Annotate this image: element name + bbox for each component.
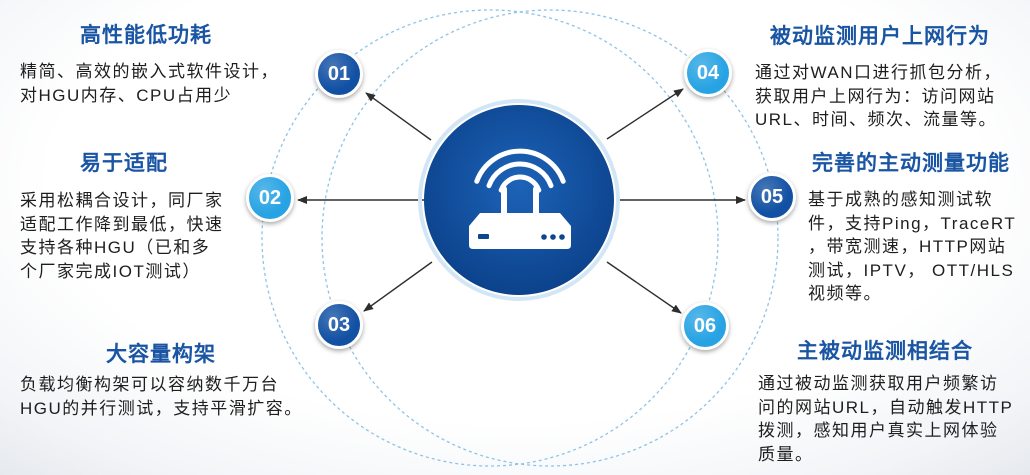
dashed-orbit-right [321,9,779,467]
router-led-3 [559,234,565,240]
feature-06-description-line: 拨测，感知用户真实上网体验 [758,421,999,440]
wifi-signal-icon [474,148,566,193]
node-01-number: 01 [327,62,351,85]
feature-05-description-line: 件，支持Ping，TraceRT [808,213,1017,233]
feature-05-description-line: ，带宽测速，HTTP网站 [808,237,1007,256]
router-led-2 [550,234,556,240]
feature-06-description-line: 问的网站URL，自动触发HTTP [758,397,1014,417]
feature-02-description-line: 个厂家完成IOT测试） [20,261,201,281]
feature-03-description-line: HGU的并行测试，支持平滑扩容。 [20,398,303,418]
feature-04-description-line: URL、时间、频次、流量等。 [755,110,998,129]
node-05: 05 [748,173,796,221]
feature-04-description-line: 通过对WAN口进行抓包分析， [755,63,1003,82]
wifi-arc-inner [498,174,542,193]
feature-01-description: 精简、高效的嵌入式软件设计， 对HGU内存、CPU占用少 [20,60,279,107]
center-hub [418,99,620,301]
feature-02-description-line: 采用松耦合设计，同厂家 [20,191,224,210]
feature-06-description-line: 通过被动监测获取用户频繁访 [758,374,999,393]
feature-05-title: 完善的主动测量功能 [812,152,1010,175]
feature-02-description-line: 支持各种HGU（已和多 [20,238,211,257]
arrow-to-01 [365,92,432,141]
router-body [469,213,571,249]
node-03-number: 03 [327,313,351,336]
router-antenna-left [501,186,507,216]
node-06-number: 06 [693,314,717,337]
router-port-indicator [478,234,489,239]
feature-05-description-line: 视频等。 [808,284,882,303]
feature-03-description-line: 负载均衡构架可以容纳数千万台 [20,375,279,394]
wifi-arc-outer [474,148,566,184]
feature-03-description: 负载均衡构架可以容纳数千万台 HGU的并行测试，支持平滑扩容。 [20,373,303,420]
feature-06-title: 主被动监测相结合 [797,340,973,363]
wifi-arc-middle [486,161,554,189]
dashed-orbit-left [261,9,719,467]
feature-01-description-line: 对HGU内存、CPU占用少 [20,85,233,105]
center-halo [418,99,620,301]
router-antenna-right [533,186,539,216]
center-circle [424,105,614,295]
node-04: 04 [684,49,732,97]
node-05-number: 05 [760,185,784,208]
node-02: 02 [246,174,294,222]
feature-04-description-line: 获取用户上网行为：访问网站 [755,86,996,106]
router-led-1 [541,234,547,240]
feature-01-description-line: 精简、高效的嵌入式软件设计， [20,62,279,81]
feature-02-description-line: 适配工作降到最低，快速 [20,214,224,234]
feature-01-title: 高性能低功耗 [80,24,212,47]
node-04-number: 04 [696,61,720,84]
arrow-to-03 [363,261,433,312]
feature-05-description-line: 基于成熟的感知测试软 [808,190,993,209]
node-01: 01 [315,50,363,98]
arrow-to-06 [606,261,682,314]
feature-02-title: 易于适配 [80,152,168,175]
feature-04-title: 被动监测用户上网行为 [770,25,990,48]
node-02-number: 02 [258,186,282,209]
feature-05-description: 基于成熟的感知测试软 件，支持Ping，TraceRT ，带宽测速，HTTP网站… [808,188,1016,306]
arrow-to-04 [606,88,684,140]
feature-04-description: 通过对WAN口进行抓包分析， 获取用户上网行为：访问网站 URL、时间、频次、流… [755,61,1002,132]
node-03: 03 [315,301,363,349]
feature-05-description-line: 测试，IPTV， OTT/HLS [808,260,1015,280]
feature-03-title: 大容量构架 [106,343,216,366]
router-wifi-icon [469,148,571,249]
node-06: 06 [681,302,729,350]
feature-06-description: 通过被动监测获取用户频繁访 问的网站URL，自动触发HTTP 拨测，感知用户真实… [758,372,1013,466]
feature-06-description-line: 质量。 [758,444,814,464]
feature-02-description: 采用松耦合设计，同厂家 适配工作降到最低，快速 支持各种HGU（已和多 个厂家完… [20,189,224,283]
